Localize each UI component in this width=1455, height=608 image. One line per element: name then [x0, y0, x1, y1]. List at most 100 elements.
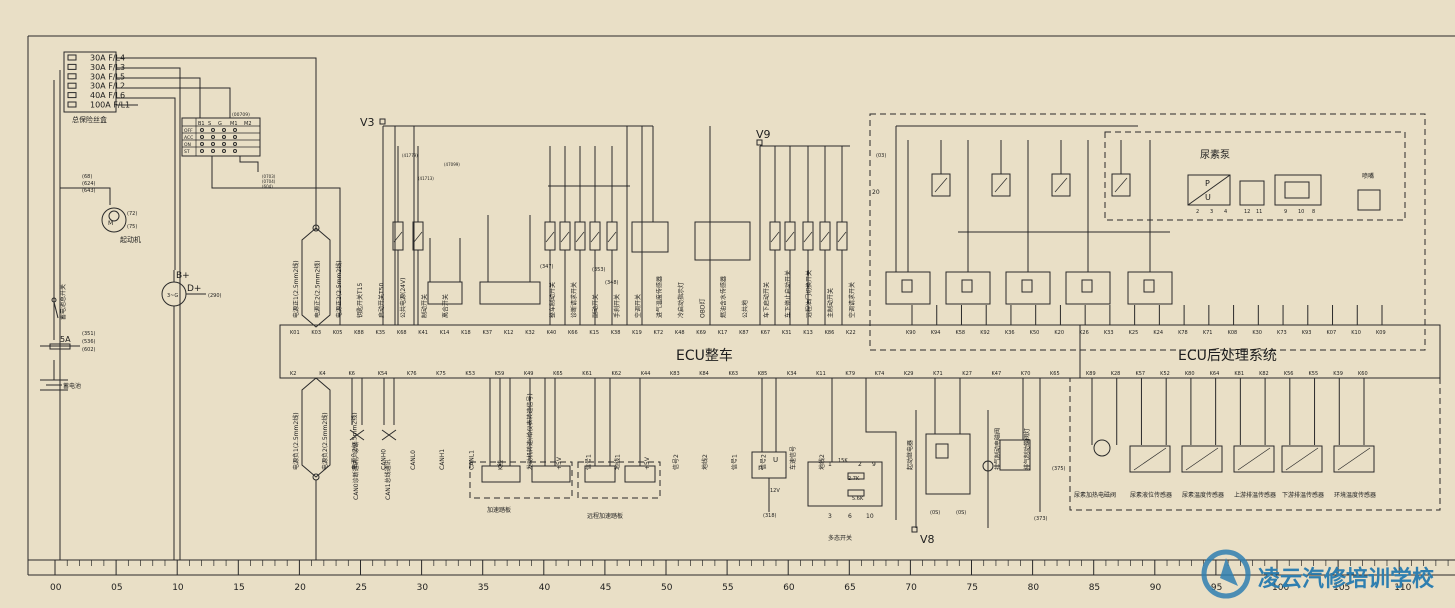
ecu-top-label-23: 车下停止启动开关	[784, 270, 792, 318]
ign-contact	[200, 149, 204, 153]
svg-text:M: M	[108, 220, 113, 227]
battery-symbol	[40, 360, 68, 391]
relay-ref-3: (47099)	[444, 162, 460, 167]
switch-row	[392, 146, 848, 325]
at-top-pin-k92: K92	[980, 330, 990, 336]
ref-373: (373)	[1034, 516, 1047, 522]
fuse-5: 100A F/L1	[90, 101, 130, 110]
watermark-text: 凌云汽修培训学校	[1258, 566, 1435, 592]
ecu-top-label-4: 启动开关T50	[378, 283, 386, 318]
ecu-bottom-label-13: 信号2	[672, 454, 680, 470]
ecu-bottom-pin-19: K79	[845, 371, 855, 377]
ecu-top-pin-k15: K15	[589, 330, 599, 336]
ecu-top-pin-k72: K72	[654, 330, 664, 336]
pump-pin2-12: 12	[1244, 209, 1250, 215]
ecu-bottom-pin-1: K4	[319, 371, 325, 377]
ecu-top-label-3: 钥匙开关T15	[356, 283, 364, 318]
can-bus-section	[349, 378, 397, 441]
fuse-3: 30A F/L2	[90, 82, 125, 91]
ecu-top-pin-k41: K41	[418, 330, 428, 336]
at-top-pin-k09: K09	[1376, 330, 1386, 336]
ecu-bottom-label-3: CANH0	[381, 449, 388, 470]
ign-contact	[233, 149, 237, 153]
fuse-5a-label: 5A	[60, 335, 71, 344]
at-bottom-pin-k64: K64	[1210, 371, 1220, 377]
ecu-bottom-label-6: CANL1	[468, 450, 475, 470]
at-top-pin-k93: K93	[1302, 330, 1312, 336]
ruler-label-15: 15	[233, 583, 244, 593]
ecu-bottom-pin-13: K83	[670, 371, 680, 377]
at-top-pin-k20: K20	[1054, 330, 1064, 336]
ecu-top-pin-k35: K35	[376, 330, 386, 336]
at-bottom-pin-k82: K82	[1259, 371, 1269, 377]
at-bottom-pin-k39: K39	[1333, 371, 1343, 377]
sensor-label-1: 尿素液位传感器	[1130, 491, 1172, 499]
ign-contact	[222, 135, 226, 139]
switch-symbol	[544, 221, 556, 251]
at-top-pin-k33: K33	[1104, 330, 1114, 336]
pump-pin-4: 4	[1224, 209, 1227, 215]
fuse-box-label: 总保险丝盒	[72, 115, 107, 124]
ecu-bottom-pin-26: K65	[1050, 371, 1060, 377]
switch-symbol	[802, 221, 814, 251]
ign-col-s: S	[208, 121, 211, 127]
ignition-note: (00709)	[232, 112, 250, 118]
ecu-bottom-label-0: 电源负1(2.5mm2线)	[292, 412, 300, 470]
fuse-5a-ref-2: (602)	[82, 347, 95, 353]
ruler-label-20: 20	[294, 583, 306, 593]
at-bottom-pin-k81: K81	[1234, 371, 1244, 377]
at-relay	[1005, 271, 1051, 305]
ruler-label-00: 00	[50, 583, 62, 593]
ecu-bottom-pin-0: K2	[290, 371, 296, 377]
at-relay-coil	[961, 279, 973, 293]
ruler-label-55: 55	[722, 583, 733, 593]
fuse-symbol	[67, 92, 77, 99]
ecu-top-label-26: 空调请求开关	[848, 282, 856, 318]
at-top-pin-k08: K08	[1228, 330, 1238, 336]
remote-accel-label: 远程加速踏板	[587, 512, 623, 520]
at-relay	[945, 271, 991, 305]
switch-contact	[413, 231, 423, 243]
at-bottom-pin-k80: K80	[1185, 371, 1195, 377]
at-top-pin-k26: K26	[1079, 330, 1089, 336]
multi-switch-label: 多态开关	[828, 534, 852, 542]
ecu-bottom-label-11: 地线1	[614, 454, 622, 470]
svg-text:3~G: 3~G	[167, 293, 178, 299]
ecu-after-title: ECU后处理系统	[1178, 348, 1277, 364]
fuse-symbol	[67, 73, 77, 80]
sensor-diagonal	[1337, 447, 1371, 471]
ecu-top-label-12: 整车制动开关	[549, 282, 557, 318]
ign-contact	[211, 135, 215, 139]
ecu-top-label-16: 空调开关	[634, 294, 642, 318]
ecu-bottom-pin-17: K34	[787, 371, 797, 377]
bplus-label: B+	[176, 271, 190, 281]
at-sensors: 尿素加热电磁阀尿素液位传感器尿素温度传感器上游排温传感器下游排温传感器环境温度传…	[1074, 439, 1376, 499]
multi-pin-3: 3	[828, 513, 832, 520]
ecu-top-pin-k03: K03	[311, 330, 321, 336]
node-v3: V3	[360, 116, 375, 129]
fuse-4: 40A F/L6	[90, 91, 125, 100]
sensor-region	[1069, 377, 1441, 511]
ecu-bottom-pin-5: K75	[436, 371, 446, 377]
ign-col-m2: M2	[244, 121, 252, 127]
heater-arrow	[1054, 177, 1068, 193]
ecu-top-pin-k40: K40	[547, 330, 557, 336]
relay-ref-1: (41779)	[402, 153, 418, 158]
ecu-top-pin-k01: K01	[290, 330, 300, 336]
switch-symbol	[574, 221, 586, 251]
dplus-ref: (290)	[208, 293, 221, 299]
ecu-bottom-pin-3: K54	[378, 371, 388, 377]
small-ref-03: (03)	[876, 153, 886, 159]
ign-contact	[233, 135, 237, 139]
ecu-bottom-pin-9: K65	[553, 371, 563, 377]
sensor-label-4: 下游排温传感器	[1282, 491, 1324, 499]
alternator: 3~G	[161, 270, 206, 560]
at-bottom-pin-k55: K55	[1309, 371, 1319, 377]
sensor-diagonal	[1185, 447, 1219, 471]
ecu-bottom-label-15: 信号1	[730, 454, 738, 470]
ref-0s-1: (0S)	[930, 510, 940, 516]
